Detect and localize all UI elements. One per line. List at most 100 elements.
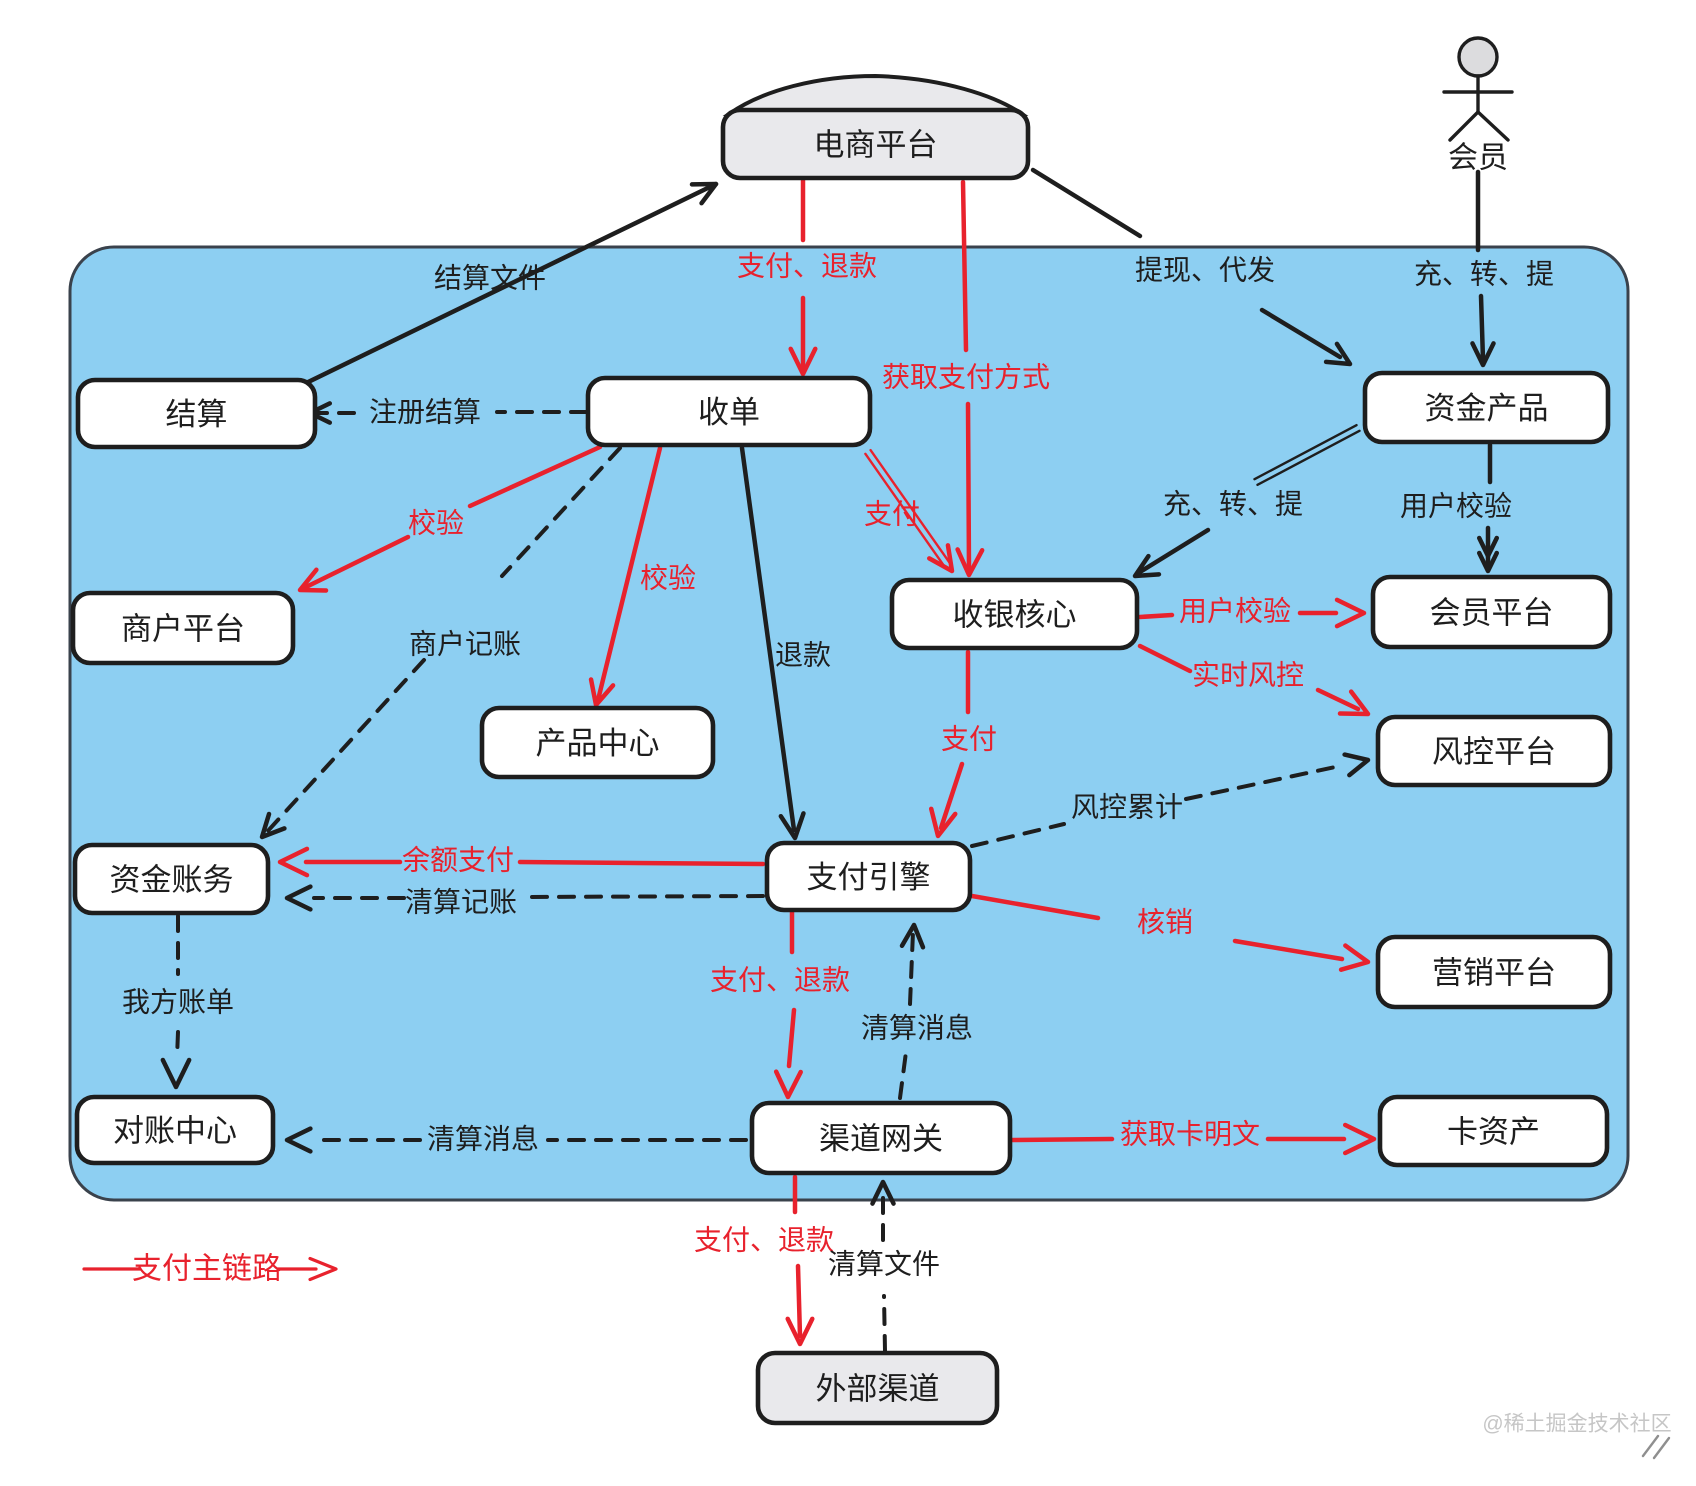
edge-pay-acquiring-cashier: 支付	[864, 448, 955, 574]
edge-label-user-check-fund: 用户校验	[1400, 491, 1512, 522]
edge-label-clearing-file: 清算文件	[828, 1249, 940, 1280]
edge-clearing-file: 清算文件	[828, 1179, 940, 1353]
arrowhead-icon	[1476, 550, 1500, 574]
arrowhead-icon	[284, 1126, 313, 1154]
arrowhead-icon	[927, 543, 955, 574]
edge-label-check-product: 校验	[640, 563, 696, 594]
arrowhead-icon	[588, 677, 616, 708]
node-box	[1370, 574, 1613, 650]
edge-label-pay-refund-top: 支付、退款	[737, 251, 877, 282]
node-fund-product: 资金产品	[1362, 370, 1611, 445]
edge-clearing-msg-up: 清算消息	[861, 922, 973, 1100]
node-box	[764, 840, 973, 913]
actor-limb	[1476, 110, 1510, 142]
arrowhead-icon	[160, 1057, 192, 1090]
corner-slashes-icon	[1641, 1434, 1660, 1458]
node-box	[1377, 1094, 1610, 1168]
node-box	[72, 842, 271, 916]
node-box	[755, 1350, 1000, 1426]
node-label-settlement: 结算	[166, 397, 228, 432]
edge-label-risk-accumulate: 风控累计	[1071, 792, 1183, 823]
edge-get-card-plain: 获取卡明文	[1009, 1119, 1377, 1156]
edge-get-pay-method: 获取支付方式	[882, 179, 1050, 578]
arrowhead-icon	[277, 846, 310, 878]
edge-label-pay-refund-bottom: 支付、退款	[694, 1225, 834, 1256]
corner-slashes-icon	[1652, 1436, 1671, 1460]
edge-clearing-booking: 清算记账	[284, 884, 765, 918]
node-box	[70, 590, 296, 666]
node-box	[75, 377, 318, 450]
edge-label-pay-refund-mid: 支付、退款	[710, 965, 850, 996]
edge-label-user-check-cashier: 用户校验	[1179, 596, 1291, 627]
arrowhead-icon	[899, 922, 926, 950]
node-box	[585, 375, 873, 448]
node-acquiring: 收单	[585, 375, 873, 448]
node-label-marketing-platform: 营销平台	[1432, 956, 1556, 991]
edge-label-register-settle: 注册结算	[369, 397, 481, 428]
node-label-acquiring: 收单	[698, 395, 760, 430]
edge-pay-refund-top: 支付、退款	[737, 177, 877, 377]
node-label-reconciliation-center: 对账中心	[113, 1114, 237, 1149]
node-settlement: 结算	[75, 377, 318, 450]
watermark-text: @稀土掘金技术社区	[1482, 1413, 1671, 1436]
edge-withdraw-remit: 提现、代发	[1030, 167, 1353, 367]
edge-merchant-booking: 商户记账	[259, 446, 622, 840]
edge-label-clearing-msg-left: 清算消息	[427, 1124, 539, 1155]
arrowhead-icon	[773, 1069, 803, 1100]
node-box	[479, 705, 716, 780]
arrowhead-icon	[689, 181, 719, 206]
edge-label-get-pay-method: 获取支付方式	[882, 362, 1050, 393]
legend-arrowhead-icon	[308, 1256, 338, 1282]
arrowhead-icon	[259, 811, 287, 840]
node-product-center: 产品中心	[479, 705, 716, 780]
arrowhead-icon	[1470, 341, 1496, 368]
node-label-fund-accounting: 资金账务	[110, 863, 234, 898]
edge-label-merchant-booking: 商户记账	[409, 629, 521, 660]
edge-label-realtime-risk: 实时风控	[1192, 660, 1304, 691]
node-label-merchant-platform: 商户平台	[121, 612, 245, 647]
arrowhead-icon	[955, 547, 985, 578]
arrowhead-icon	[1342, 752, 1371, 778]
arrowhead-icon	[928, 806, 958, 839]
edge-label-pay-cashier-engine: 支付	[941, 724, 997, 755]
node-label-product-center: 产品中心	[536, 726, 660, 761]
edge-write-off: 核销	[969, 893, 1371, 972]
node-label-card-asset: 卡资产	[1447, 1115, 1540, 1150]
node-box	[1362, 370, 1611, 445]
domain-container	[68, 245, 1630, 1202]
edge-label-clearing-booking: 清算记账	[405, 887, 517, 918]
node-marketing-platform: 营销平台	[1375, 934, 1613, 1010]
edge-member-charge: 充、转、提	[1414, 169, 1554, 368]
edge-user-check-fund: 用户校验	[1400, 442, 1512, 574]
node-box	[749, 1100, 1013, 1176]
edge-label-check-merchant: 校验	[408, 508, 464, 539]
node-fund-accounting: 资金账务	[72, 842, 271, 916]
edge-label-get-card-plain: 获取卡明文	[1120, 1119, 1260, 1150]
node-payment-engine: 支付引擎	[764, 840, 973, 913]
node-channel-gateway: 渠道网关	[749, 1100, 1013, 1176]
arrowhead-icon	[778, 811, 806, 841]
node-label-channel-gateway: 渠道网关	[819, 1122, 943, 1157]
node-card-asset: 卡资产	[1377, 1094, 1610, 1168]
edge-our-bill: 我方账单	[122, 914, 234, 1090]
edge-label-balance-pay: 余额支付	[402, 845, 514, 876]
node-external-channel: 外部渠道	[755, 1350, 1000, 1426]
legend-label: 支付主链路	[132, 1253, 282, 1286]
edge-label-withdraw-remit: 提现、代发	[1135, 255, 1275, 286]
edge-settlement-file: 结算文件	[299, 181, 719, 388]
edge-realtime-risk: 实时风控	[1137, 643, 1371, 717]
edge-label-pay-acquiring-cashier: 支付	[864, 499, 920, 530]
actor-head	[1457, 36, 1499, 78]
arrowhead-icon	[870, 1179, 896, 1206]
arrowhead-icon	[297, 567, 329, 593]
node-box	[1375, 934, 1613, 1010]
edge-pay-cashier-engine: 支付	[928, 649, 997, 839]
arrowhead-icon	[284, 884, 313, 912]
edge-check-merchant: 校验	[297, 444, 603, 593]
arrowhead-icon	[785, 1316, 815, 1347]
edge-user-check-cashier: 用户校验	[1137, 596, 1367, 629]
arrowhead-icon	[1323, 341, 1353, 367]
node-reconciliation-center: 对账中心	[74, 1094, 276, 1166]
